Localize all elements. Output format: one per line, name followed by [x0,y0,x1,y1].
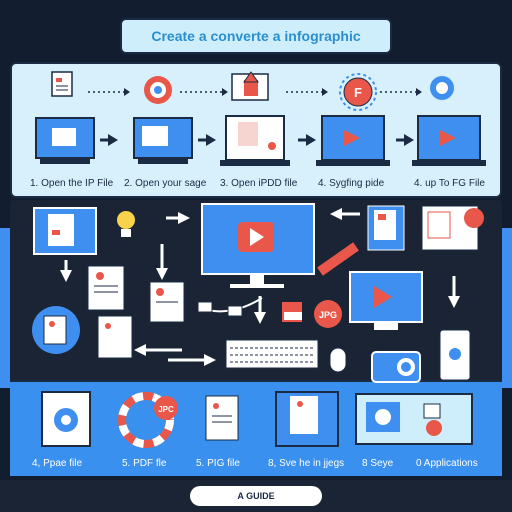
lightbulb-icon [117,211,135,237]
step-label: 5. PIG file [196,458,240,469]
jpg-tag-icon [282,300,342,328]
main-monitor-icon [201,203,315,288]
gear-icon [430,76,454,100]
document-icon [51,71,73,97]
document-icon [367,205,405,251]
step-label: 1. Open the IP File [30,178,114,189]
step-label: 4, Ppae file [32,458,83,469]
application-window-icon [355,393,473,445]
step-label: 4. Sygfing pide [318,178,385,189]
monitor-icon [35,117,95,164]
jpc-tag-text: JPC [158,405,174,414]
double-arrow-icon [144,348,206,362]
monitor-icon [412,115,486,166]
document-icon [149,281,185,323]
step-label: 3. Open iPDD file [220,178,298,189]
document-icon [87,265,125,311]
monitor-icon [349,271,423,330]
lifebuoy-icon [118,392,178,448]
usb-cable-icon [197,297,263,317]
document-icon [205,395,239,441]
step-label: 4. up To FG File [414,178,485,189]
step-label: 8, Sve he in jjegs [268,458,345,469]
jpg-tag-text: JPG [319,310,337,320]
f-badge-text: F [354,85,362,100]
upload-icon [231,71,269,101]
pen-icon [317,242,359,276]
gear-tile-icon [41,391,91,447]
monitor-icon [316,115,390,166]
tablet-icon [439,329,471,381]
footer-text: A GUIDE [237,491,275,501]
document-icon [97,315,133,359]
mouse-icon [329,347,347,373]
monitor-icon [220,115,290,166]
title-text: Create a converte a infographic [151,28,361,44]
step-label: 2. Open your sage [124,178,207,189]
footer-pill: A GUIDE [190,486,322,506]
document-window-icon [33,207,97,255]
step-label: 5. PDF fle [122,458,167,469]
document-window-icon [275,391,339,447]
f-badge-icon [339,73,377,111]
step-label: 0 Applications [416,458,478,469]
footer-bar: A GUIDE [0,480,512,512]
profile-card-icon [32,306,80,354]
monitor-icon [133,117,193,164]
keyboard-icon [225,339,319,369]
step-label: 8 Seye [362,458,394,469]
folder-icon [421,205,484,251]
camera-icon [371,351,421,383]
title-banner: Create a converte a infographic [120,18,392,54]
gear-icon [144,76,172,104]
